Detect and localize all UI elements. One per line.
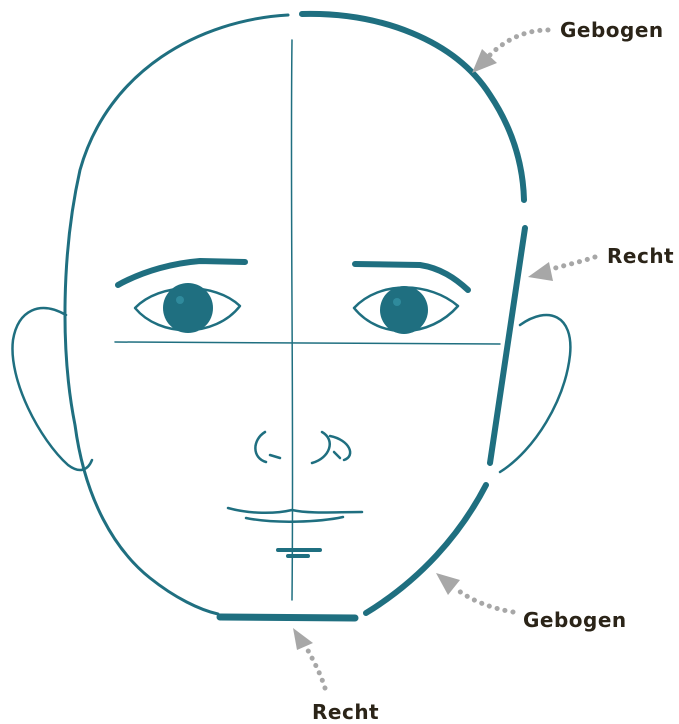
- arrow-mid-right-line: [548, 257, 595, 270]
- right-pupil: [380, 286, 428, 334]
- label-curved-top: Gebogen: [560, 18, 664, 42]
- straight-chin-segment: [220, 617, 355, 618]
- left-pupil-highlight: [176, 296, 184, 304]
- nose-left: [255, 432, 280, 462]
- vertical-center-line: [291, 40, 292, 600]
- left-eyebrow: [118, 261, 245, 285]
- mouth-upper: [228, 508, 362, 513]
- curved-top-right-segment: [302, 14, 524, 200]
- arrow-mid-right-head: [528, 262, 553, 281]
- right-pupil-highlight: [393, 298, 401, 306]
- label-curved-bottom: Gebogen: [523, 608, 627, 632]
- arrow-bottom-right-head: [436, 573, 460, 595]
- arrow-bottom-head: [293, 628, 313, 650]
- right-eyebrow: [355, 264, 468, 290]
- left-ear: [12, 308, 92, 470]
- label-straight-chin: Recht: [312, 700, 379, 724]
- left-pupil: [163, 283, 213, 333]
- mouth-lower: [246, 517, 343, 522]
- straight-right-segment: [490, 228, 525, 463]
- arrow-bottom-right-line: [455, 588, 513, 612]
- curved-bottom-right-segment: [366, 485, 486, 613]
- horizontal-eye-line: [115, 342, 500, 344]
- arrow-bottom-line: [305, 645, 325, 688]
- arrow-top-right-head: [472, 49, 497, 73]
- label-straight-side: Recht: [607, 244, 674, 268]
- chin-mark: [278, 550, 320, 556]
- nose-right: [312, 432, 350, 463]
- arrow-top-right-line: [490, 30, 548, 55]
